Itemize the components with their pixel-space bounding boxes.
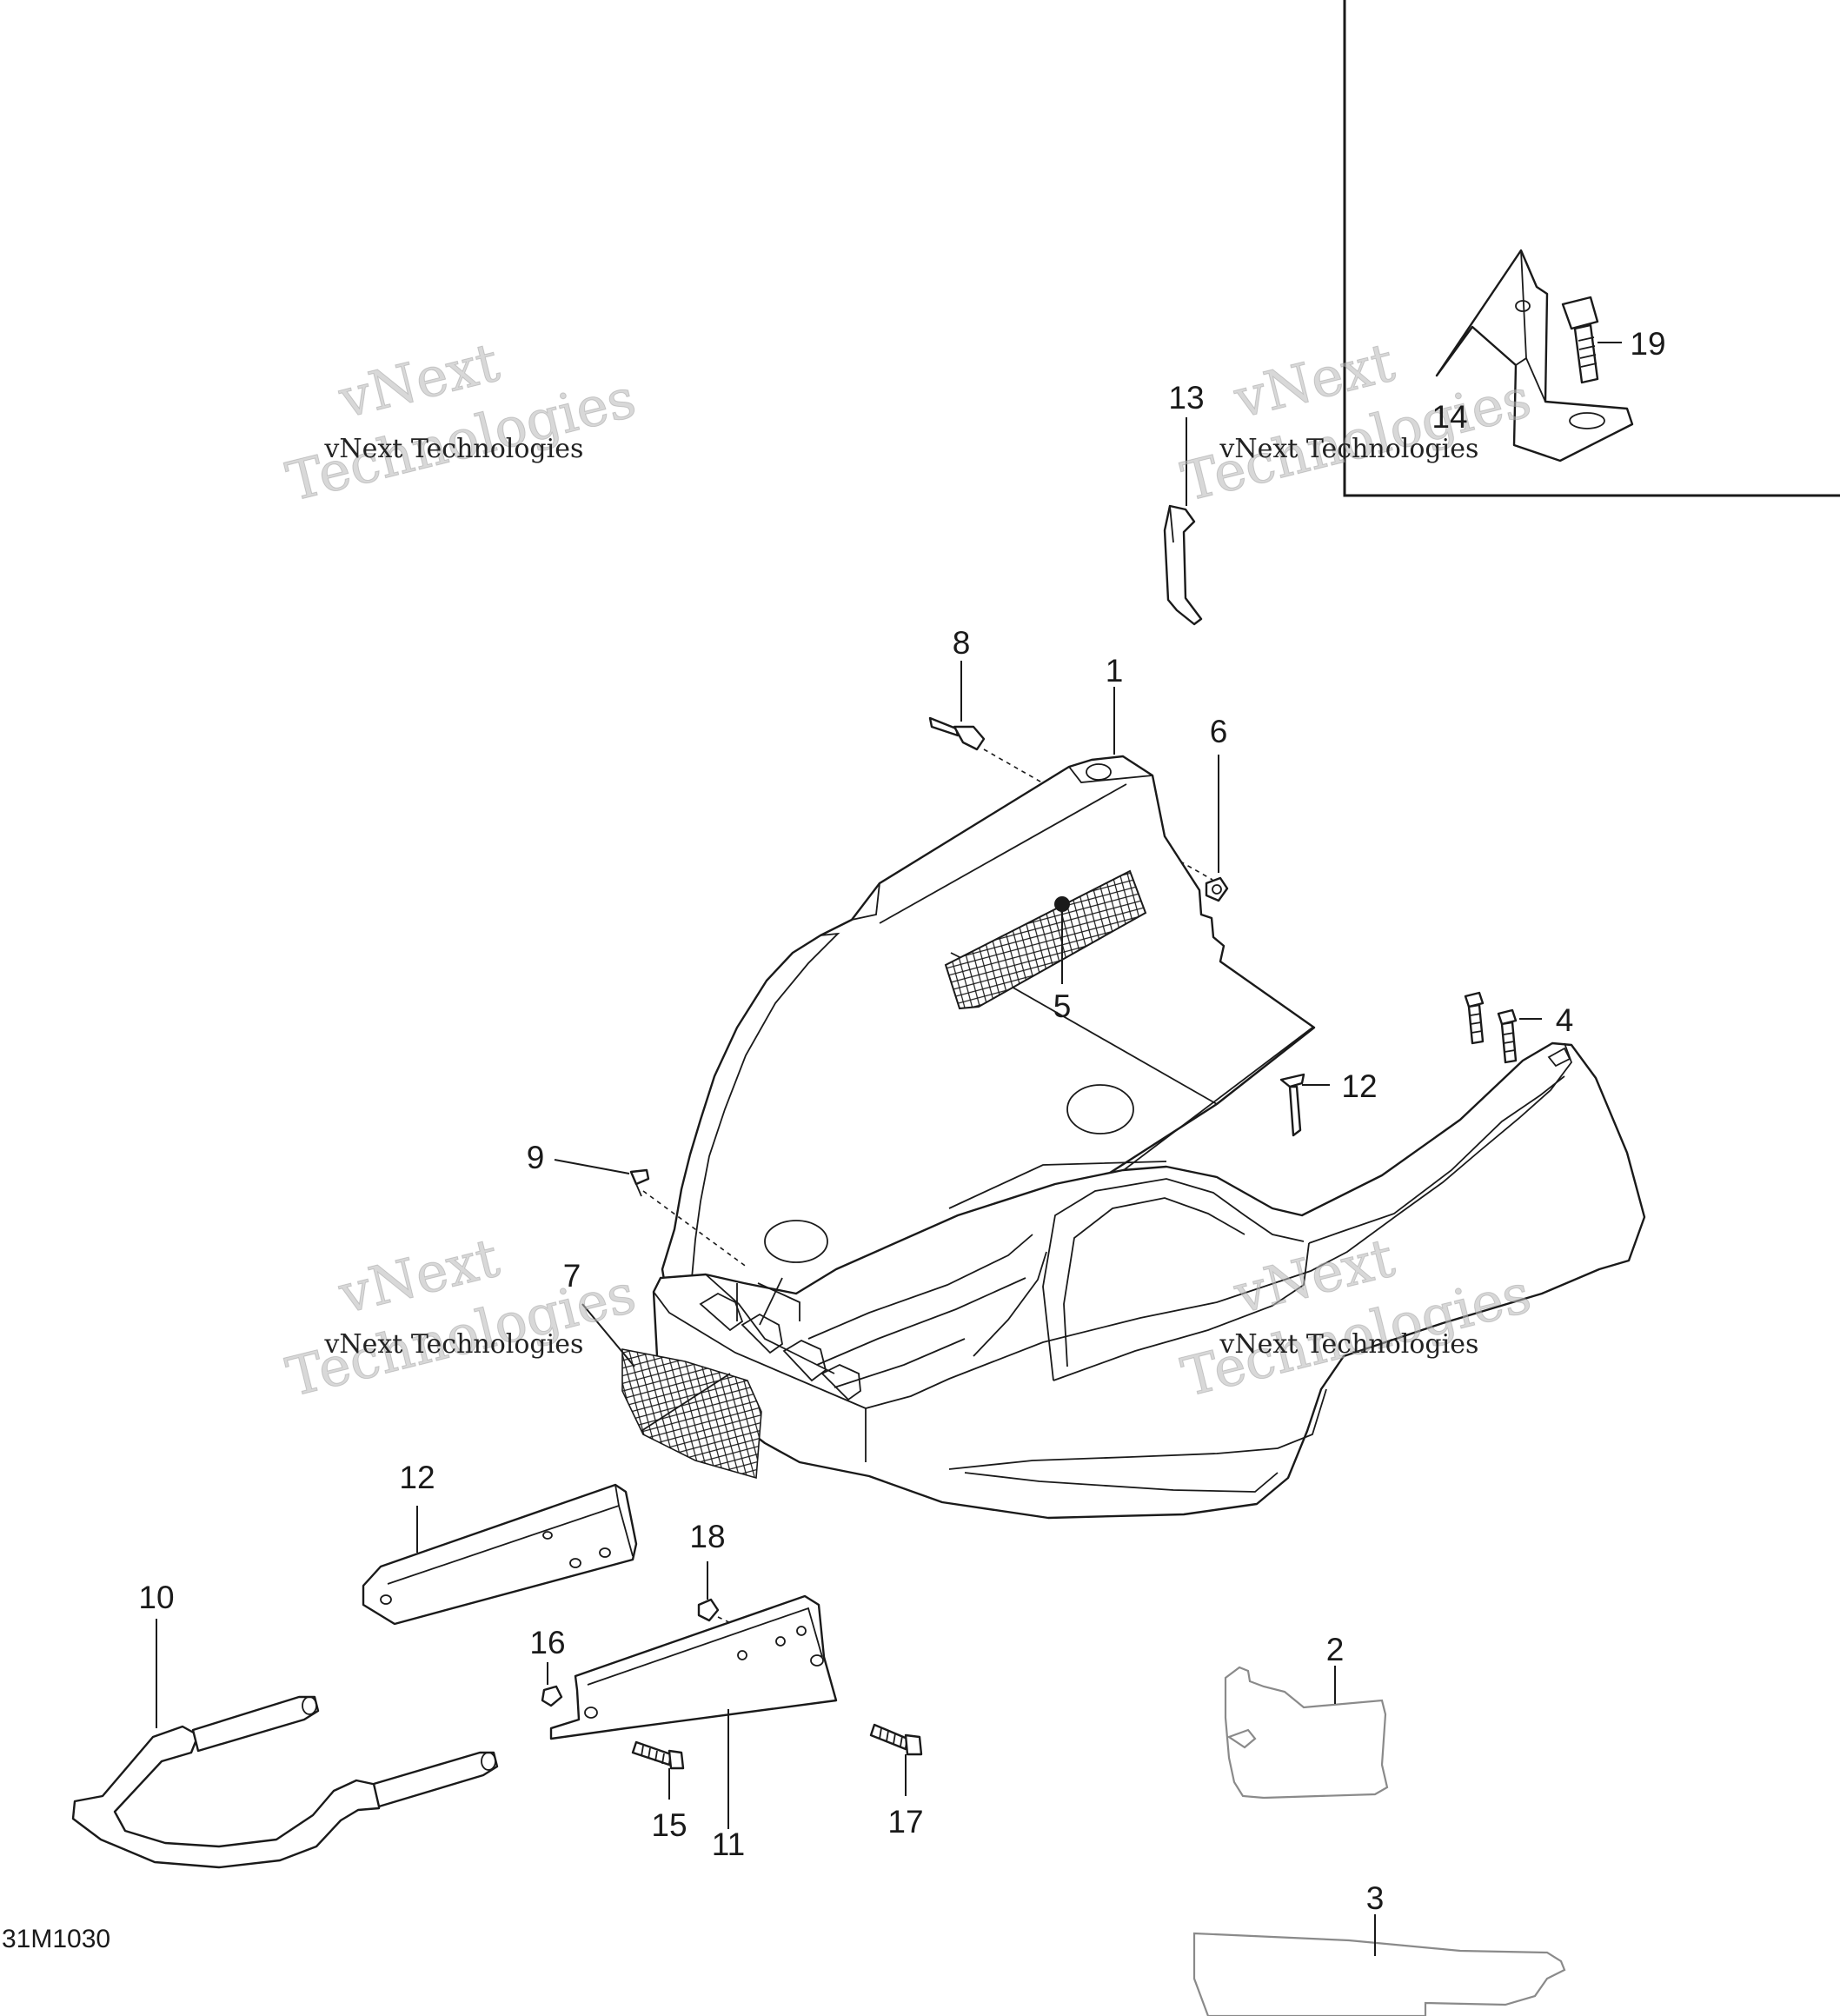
handle-part-10 (71, 1695, 499, 1869)
bolt-part-19 (1561, 296, 1599, 384)
clip-part-13 (1163, 504, 1203, 626)
callout-4: 4 (1556, 1002, 1574, 1038)
callout-12-lower: 12 (399, 1460, 435, 1495)
figure-code: 31M1030 (2, 1925, 110, 1953)
callout-12-upper: 12 (1341, 1068, 1377, 1104)
svg-text:vNext Technologies: vNext Technologies (323, 434, 583, 464)
decal-part-3 (1192, 1932, 1566, 2016)
callout-9: 9 (527, 1140, 545, 1175)
callout-5: 5 (1053, 988, 1072, 1024)
inset-frame (1343, 0, 1840, 497)
rivet-part-8 (928, 716, 986, 751)
callout-19: 19 (1630, 326, 1665, 362)
callout-18: 18 (689, 1519, 725, 1554)
callout-14: 14 (1431, 399, 1467, 435)
callout-6: 6 (1210, 714, 1228, 749)
plate-part-11 (549, 1594, 838, 1740)
svg-text:vNext Technologies: vNext Technologies (323, 1329, 583, 1360)
bracket-part-14 (1435, 249, 1634, 462)
svg-text:vNext Technologies: vNext Technologies (1219, 434, 1478, 464)
callout-3: 3 (1366, 1880, 1385, 1916)
bolts-part-4 (1464, 991, 1518, 1064)
screw-part-9 (629, 1168, 650, 1197)
bottom-pan-assembly (652, 1041, 1646, 1520)
callout-1: 1 (1106, 653, 1124, 689)
mesh-insert-part-7 (621, 1348, 762, 1480)
bolt-part-17 (869, 1723, 923, 1756)
callout-17: 17 (887, 1804, 923, 1840)
callout-16: 16 (529, 1625, 565, 1660)
callout-13: 13 (1168, 380, 1204, 416)
decal-part-2 (1224, 1666, 1389, 1800)
bracket-part-12-lower (362, 1483, 638, 1626)
callout-2: 2 (1326, 1632, 1345, 1667)
rivet-part-12-upper (1279, 1073, 1305, 1137)
callout-11: 11 (712, 1826, 745, 1862)
nut-part-16 (541, 1685, 563, 1707)
callout-15: 15 (651, 1807, 687, 1843)
bolt-part-15 (631, 1740, 685, 1770)
watermark-top-left: vNext Technologies vNext Technologies (280, 329, 642, 514)
nut-part-18 (697, 1598, 720, 1622)
svg-text:vNext Technologies: vNext Technologies (1219, 1329, 1478, 1360)
callout-8: 8 (953, 625, 971, 661)
watermark-mid-left: vNext Technologies vNext Technologies (280, 1225, 642, 1409)
callout-7: 7 (563, 1258, 581, 1294)
washer-part-6 (1205, 876, 1229, 902)
callout-10: 10 (138, 1580, 174, 1615)
